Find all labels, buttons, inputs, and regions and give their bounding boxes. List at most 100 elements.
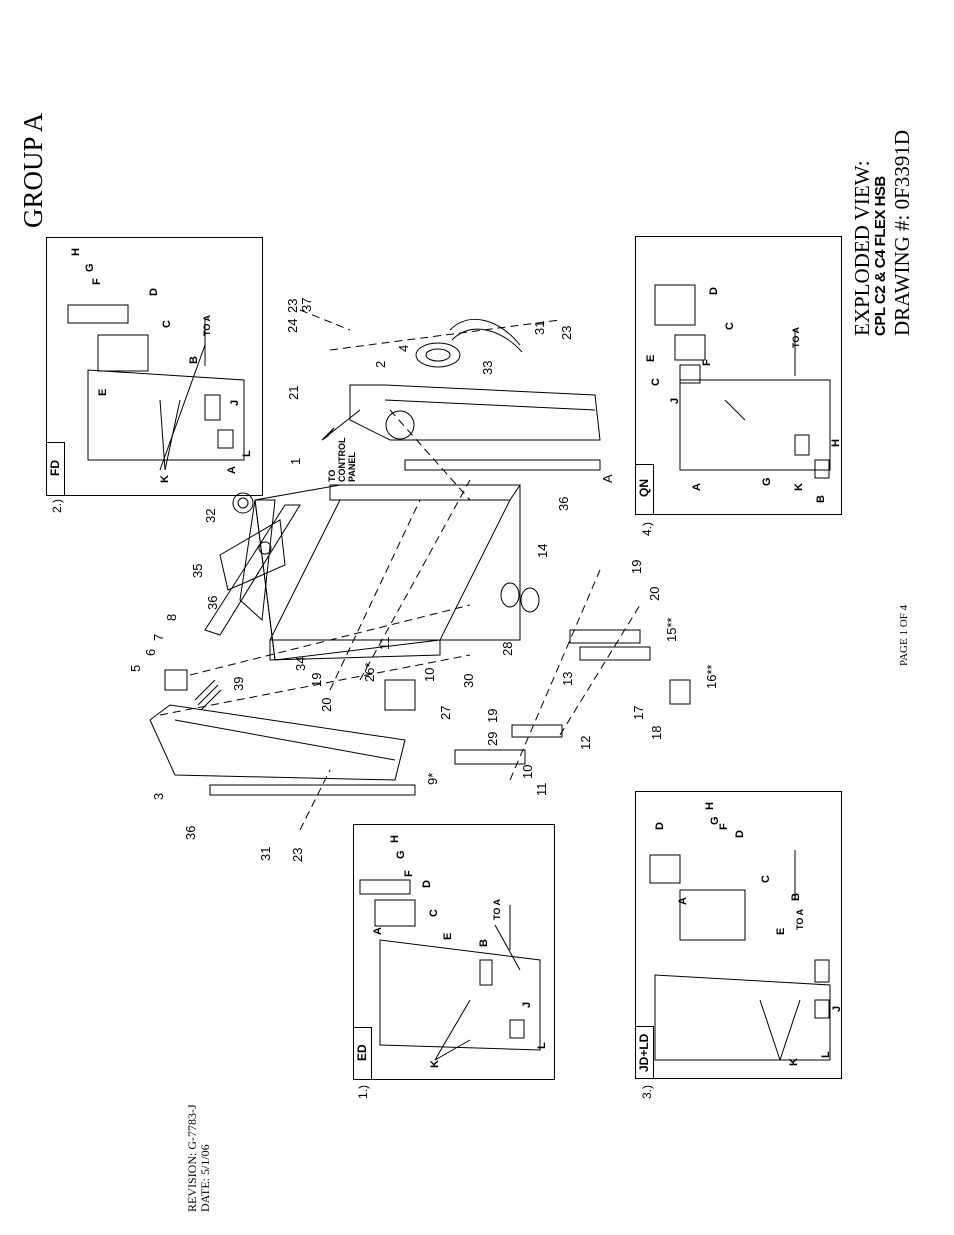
rail-part-36-right xyxy=(404,459,601,471)
callout-32: 32 xyxy=(203,509,218,523)
fd-to-a: TO A xyxy=(202,314,212,336)
callout-11b: 11 xyxy=(534,783,549,797)
callout-18: 18 xyxy=(649,726,664,740)
callout-36c: 36 xyxy=(556,497,571,511)
jd-label-k: K xyxy=(788,1058,800,1066)
callout-9: 9* xyxy=(425,773,440,785)
ed-label-c: C xyxy=(428,909,440,917)
fd-label-j: J xyxy=(229,400,241,406)
callout-23c: 23 xyxy=(290,848,305,862)
ed-to-a: TO A xyxy=(492,898,502,920)
callout-labels: 1 2 3 4 5 6 7 8 9* 10 10 11 11 12 13 14 … xyxy=(70,248,843,1068)
callout-20a: 20 xyxy=(319,698,334,712)
inset-jdld-box xyxy=(635,791,842,1079)
qn-label-h: H xyxy=(830,439,842,447)
tab-ed-box xyxy=(353,1027,372,1080)
callout-23a: 23 xyxy=(285,299,300,313)
callout-13: 13 xyxy=(560,672,575,686)
jd-label-e: E xyxy=(775,928,787,935)
jd-label-b: B xyxy=(790,893,802,901)
callout-7: 7 xyxy=(151,634,166,641)
ed-label-l: L xyxy=(536,1042,548,1049)
callout-2: 2 xyxy=(373,361,388,368)
qn-label-k: K xyxy=(793,483,805,491)
callout-10a: 10 xyxy=(422,668,437,682)
rail-part-36-upper xyxy=(204,504,301,636)
callout-21: 21 xyxy=(286,386,301,400)
jd-label-l: L xyxy=(820,1051,832,1058)
jd-label-g: G xyxy=(709,816,721,825)
callout-33: 33 xyxy=(480,361,495,375)
side-panel-part-2 xyxy=(349,384,601,441)
tab-fd-box xyxy=(46,442,65,496)
ed-label-h: H xyxy=(389,835,401,843)
callout-17: 17 xyxy=(631,706,646,720)
callout-19c: 19 xyxy=(629,560,644,574)
terminal-part-9 xyxy=(454,749,526,765)
qn-label-d: D xyxy=(708,287,720,295)
main-label-a: A xyxy=(600,474,615,483)
hub-part-4 xyxy=(415,342,461,368)
callout-36b: 36 xyxy=(183,826,198,840)
callout-28: 28 xyxy=(500,642,515,656)
callout-5: 5 xyxy=(128,665,143,672)
jd-to-a: TO A xyxy=(795,908,805,930)
block-part-27 xyxy=(384,679,416,711)
callout-8: 8 xyxy=(164,614,179,621)
qn-label-c2: C xyxy=(650,378,662,386)
grommet-part-32 xyxy=(232,492,254,514)
jd-label-j: J xyxy=(831,1006,843,1012)
callout-19a: 19 xyxy=(309,673,324,687)
inset-ed-box xyxy=(353,824,555,1080)
ed-label-j: J xyxy=(521,1002,533,1008)
fd-label-k: K xyxy=(159,475,171,483)
callout-27: 27 xyxy=(438,706,453,720)
callout-15: 15** xyxy=(664,617,679,642)
fd-label-d: D xyxy=(148,288,160,296)
ed-label-f: F xyxy=(403,870,415,877)
callout-10b: 10 xyxy=(520,765,535,779)
bracket-part-35 xyxy=(219,519,286,591)
block-part-16 xyxy=(669,679,691,705)
qn-to-a: TO A xyxy=(791,326,801,348)
assembly-lines xyxy=(159,309,641,831)
to-control-3: PANEL xyxy=(347,452,357,482)
fd-label-g: G xyxy=(84,263,96,272)
qn-label-f: F xyxy=(701,359,713,366)
callout-31a: 31 xyxy=(532,321,547,335)
wires-part-39 xyxy=(194,679,222,711)
qn-label-g: G xyxy=(761,477,773,486)
ed-label-g: G xyxy=(395,850,407,859)
inset-fd-parts xyxy=(67,304,245,471)
fd-label-l: L xyxy=(241,450,253,457)
qn-label-j: J xyxy=(669,398,681,404)
callout-34: 34 xyxy=(293,657,308,671)
callout-14: 14 xyxy=(535,544,550,558)
callout-29: 29 xyxy=(485,732,500,746)
callout-4: 4 xyxy=(396,345,411,352)
fd-label-e: E xyxy=(97,389,109,396)
ed-label-b: B xyxy=(478,939,490,947)
ed-label-d: D xyxy=(421,880,433,888)
fd-label-c: C xyxy=(161,320,173,328)
callout-12: 12 xyxy=(578,736,593,750)
callout-3: 3 xyxy=(151,793,166,800)
fd-label-f: F xyxy=(91,278,103,285)
frame-part-1 xyxy=(239,484,521,661)
fd-label-b: B xyxy=(188,356,200,364)
tab-qn-box xyxy=(635,464,654,515)
jd-label-d2: D xyxy=(734,830,746,838)
inset-ed-parts xyxy=(359,879,541,1061)
callout-37: 37 xyxy=(299,298,314,312)
callout-19b: 19 xyxy=(485,709,500,723)
qn-label-e: E xyxy=(645,355,657,362)
to-control-2: CONTROL xyxy=(337,437,347,482)
callout-26: 26* xyxy=(362,662,377,682)
ed-label-k: K xyxy=(429,1060,441,1068)
qn-label-b: B xyxy=(815,495,827,503)
tab-jdld-box xyxy=(635,1026,654,1079)
callout-20b: 20 xyxy=(647,587,662,601)
inset-fd-box xyxy=(46,237,263,496)
jd-label-h: H xyxy=(704,802,716,810)
